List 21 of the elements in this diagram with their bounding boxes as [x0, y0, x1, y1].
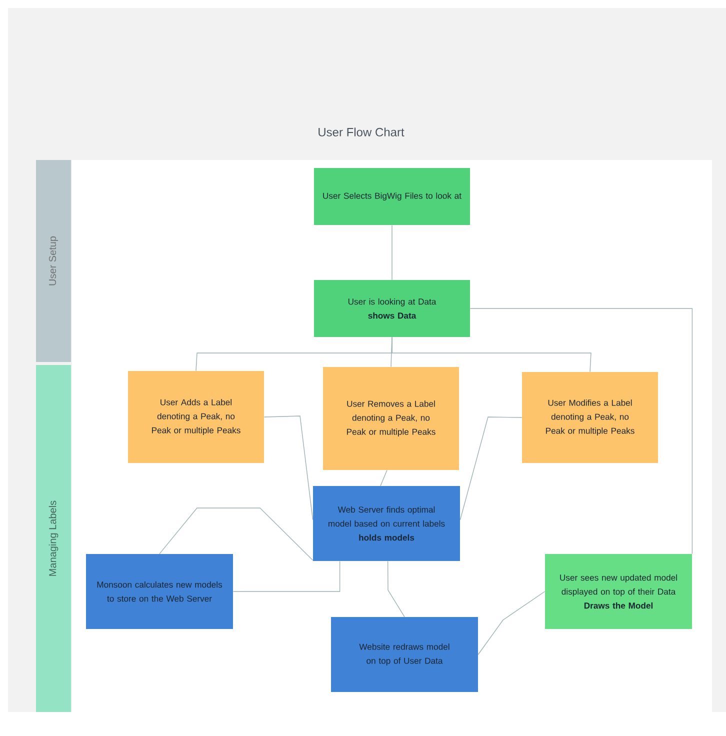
- process-box: Monsoon calculates new models to store on the Web Server: [86, 554, 233, 629]
- process-box: User Adds a Label denoting a Peak, no Peak or multiple Peaks: [128, 371, 264, 463]
- process-box: User is looking at Data shows Data: [314, 280, 470, 337]
- process-box: Website redraws model on top of User Data: [331, 617, 478, 692]
- swimlane-label: User Setup: [36, 160, 71, 362]
- connector-line: [460, 416, 522, 520]
- process-box: User Modifies a Label denoting a Peak, no Peak or multiple Peaks: [522, 372, 658, 463]
- process-box: User Removes a Label denoting a Peak, no Peak or multiple Peaks: [323, 367, 459, 470]
- process-box: User Selects BigWig Files to look at: [314, 168, 470, 225]
- swimlane-label: Managing Labels: [36, 365, 71, 712]
- process-box: User sees new updated model displayed on top of their Data Draws the Model: [545, 554, 692, 629]
- connector-line: [392, 336, 592, 372]
- connector-line: [232, 560, 340, 592]
- connector-line: [470, 308, 693, 554]
- chart-title: User Flow Chart: [318, 128, 404, 136]
- connector-line: [159, 508, 314, 561]
- connector-line: [387, 560, 405, 618]
- connector-line: [478, 591, 546, 655]
- process-box: Web Server finds optimal model based on current labels holds models: [313, 486, 460, 561]
- connector-line: [264, 416, 314, 520]
- connector-line: [380, 470, 388, 486]
